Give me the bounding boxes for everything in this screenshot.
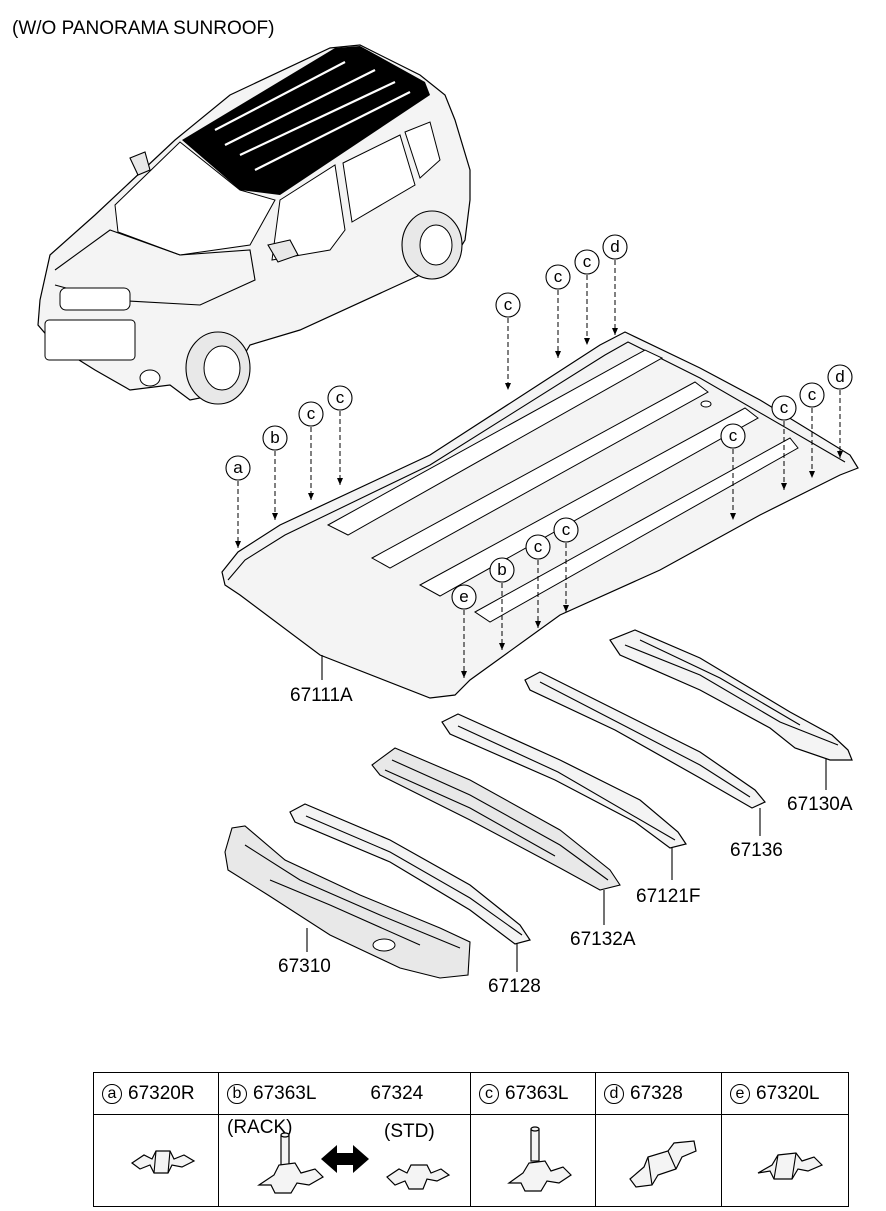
diagram-title: (W/O PANORAMA SUNROOF) bbox=[12, 18, 274, 39]
callout-circle-c bbox=[495, 292, 521, 318]
legend-part-e: 67320L bbox=[756, 1082, 820, 1104]
part-labels: 67111A 67130A 67136 67121F 67132A 67310 … bbox=[278, 685, 853, 997]
callout-arrowhead bbox=[308, 493, 314, 500]
callout-letter-c: c bbox=[504, 295, 513, 314]
callout-arrowhead bbox=[555, 351, 561, 358]
circle-letter-e: e bbox=[730, 1083, 750, 1104]
legend-part-d: 67328 bbox=[630, 1082, 683, 1104]
callout-arrowhead bbox=[272, 513, 278, 520]
callout-arrowhead bbox=[837, 451, 843, 458]
legend-cell-e: e 67320L bbox=[721, 1072, 849, 1115]
label-67136: 67136 bbox=[730, 840, 783, 861]
legend-cell-c: c 67363L bbox=[470, 1072, 596, 1115]
callout-arrowhead bbox=[499, 643, 505, 650]
callout-arrowhead bbox=[337, 478, 343, 485]
legend-img-a bbox=[93, 1114, 219, 1207]
callout-circle-c bbox=[574, 249, 600, 275]
callout-arrowhead bbox=[781, 483, 787, 490]
legend-img-c bbox=[470, 1114, 596, 1207]
callout-circle-e bbox=[451, 584, 477, 610]
legend-part-b-alt: 67324 bbox=[370, 1082, 424, 1104]
legend-part-b: 67363L bbox=[253, 1082, 317, 1104]
clip-67363l-67324-illustration bbox=[257, 1132, 451, 1194]
legend-cell-d: d 67328 bbox=[595, 1072, 722, 1115]
label-67111a: 67111A bbox=[290, 685, 353, 706]
legend-part-c: 67363L bbox=[505, 1082, 569, 1104]
callout-arrowhead bbox=[809, 471, 815, 478]
callout-circle-a bbox=[225, 455, 251, 481]
callout-circle-b bbox=[489, 557, 515, 583]
callout-circle-c bbox=[799, 382, 825, 408]
legend-img-b: (RACK) (STD) bbox=[218, 1114, 471, 1207]
callout-letter-c: c bbox=[780, 398, 789, 417]
callout-arrowhead bbox=[535, 621, 541, 628]
callout-circle-d bbox=[602, 234, 628, 260]
legend-cell-b: b 67363L 67324 bbox=[218, 1072, 471, 1115]
exploded-diagram: (W/O PANORAMA SUNROOF) bbox=[12, 18, 859, 997]
callout-arrowhead bbox=[461, 671, 467, 678]
part-leaders bbox=[306, 655, 827, 972]
callout-arrowhead bbox=[505, 383, 511, 390]
label-67128: 67128 bbox=[488, 976, 541, 997]
callout-circle-c bbox=[553, 517, 579, 543]
callout-circle-c bbox=[545, 264, 571, 290]
callout-circle-d bbox=[827, 364, 853, 390]
callout-letter-c: c bbox=[808, 385, 817, 404]
callout-letter-c: c bbox=[583, 252, 592, 271]
callout-circle-c bbox=[298, 401, 324, 427]
clip-67363l-stud-illustration bbox=[507, 1126, 572, 1192]
callout-arrowhead bbox=[235, 541, 241, 548]
legend-header-row: a 67320R b 67363L 67324 c 67363L d 67328 bbox=[93, 1072, 849, 1115]
car-illustration bbox=[37, 44, 471, 405]
label-67130a: 67130A bbox=[787, 794, 853, 815]
legend-sub-rack: (RACK) bbox=[227, 1117, 293, 1138]
front-header-rail bbox=[224, 825, 471, 979]
roof-bow-136 bbox=[524, 671, 766, 809]
callout-letter-d: d bbox=[835, 367, 844, 386]
roof-panel bbox=[221, 331, 859, 699]
fastener-legend-table: a 67320R b 67363L 67324 c 67363L d 67328 bbox=[93, 1072, 849, 1207]
circle-letter-a: a bbox=[102, 1083, 122, 1104]
callout-circle-c bbox=[771, 395, 797, 421]
legend-img-e bbox=[721, 1114, 849, 1207]
callout-arrowhead bbox=[584, 338, 590, 345]
callout-letter-c: c bbox=[562, 520, 571, 539]
roof-bow-132a bbox=[371, 747, 621, 891]
callout-circle-c bbox=[525, 534, 551, 560]
callout-letter-c: c bbox=[307, 404, 316, 423]
callout-letter-e: e bbox=[459, 587, 468, 606]
callout-circle-c bbox=[327, 385, 353, 411]
callout-letter-c: c bbox=[554, 267, 563, 286]
callout-circle-c bbox=[720, 423, 746, 449]
roof-rail-121f bbox=[441, 713, 687, 849]
clip-67320r-illustration bbox=[130, 1150, 196, 1174]
legend-image-row: (RACK) (STD) bbox=[93, 1114, 849, 1207]
legend-sub-std: (STD) bbox=[384, 1121, 435, 1142]
label-67310: 67310 bbox=[278, 956, 331, 977]
callout-letter-a: a bbox=[233, 458, 243, 477]
clip-67328-illustration bbox=[629, 1140, 697, 1188]
callout-arrowhead bbox=[563, 605, 569, 612]
callout-circle-b bbox=[262, 425, 288, 451]
callout-letter-c: c bbox=[729, 426, 738, 445]
legend-part-a: 67320R bbox=[128, 1082, 195, 1104]
callout-letter-d: d bbox=[610, 237, 619, 256]
rear-rail bbox=[609, 629, 853, 761]
circle-letter-b: b bbox=[227, 1083, 247, 1104]
callout-letter-b: b bbox=[497, 560, 506, 579]
callout-letter-c: c bbox=[336, 388, 345, 407]
label-67121f: 67121F bbox=[636, 886, 700, 907]
callout-arrowhead bbox=[612, 328, 618, 335]
circle-letter-c: c bbox=[479, 1083, 499, 1104]
callout-letter-c: c bbox=[534, 537, 543, 556]
circle-letter-d: d bbox=[604, 1083, 624, 1104]
callout-letter-b: b bbox=[270, 428, 279, 447]
legend-img-d bbox=[595, 1114, 722, 1207]
label-67132a: 67132A bbox=[570, 929, 636, 950]
callout-arrowhead bbox=[730, 513, 736, 520]
roof-bow-128 bbox=[289, 803, 531, 945]
clip-67320l-illustration bbox=[757, 1152, 824, 1180]
legend-cell-a: a 67320R bbox=[93, 1072, 219, 1115]
